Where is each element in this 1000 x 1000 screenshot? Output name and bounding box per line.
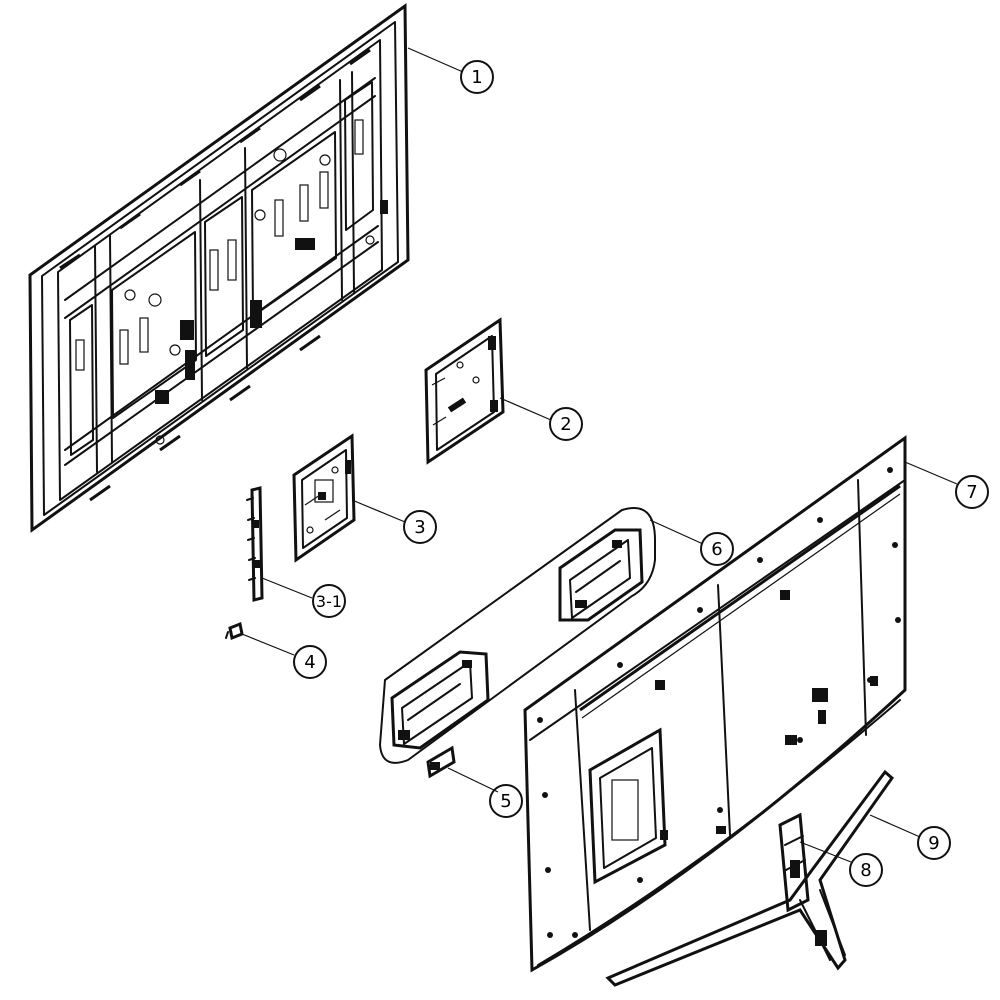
part-7-rear-cover [523, 435, 907, 973]
callout-9: 9 [917, 826, 951, 860]
part-3-1-strip [246, 486, 264, 602]
part-2-main-board [424, 317, 505, 465]
callout-4: 4 [293, 645, 327, 679]
callout-7-label: 7 [966, 482, 977, 503]
callout-5-label: 5 [500, 791, 511, 812]
callout-2-label: 2 [560, 414, 571, 435]
callout-6: 6 [700, 532, 734, 566]
part-4-clip [225, 621, 244, 641]
part-3-power-board [292, 433, 356, 563]
callout-1-label: 1 [471, 67, 482, 88]
callout-1: 1 [460, 60, 494, 94]
callout-6-label: 6 [711, 539, 722, 560]
part-8-stand-neck [778, 812, 810, 913]
callout-3-1-label: 3-1 [316, 592, 342, 611]
callout-5: 5 [489, 784, 523, 818]
callout-8: 8 [849, 853, 883, 887]
callout-9-label: 9 [928, 833, 939, 854]
part-1-panel [28, 3, 410, 533]
callout-4-label: 4 [304, 652, 315, 673]
callout-3-label: 3 [414, 517, 425, 538]
callout-2: 2 [549, 407, 583, 441]
part-5-small-bracket [426, 745, 456, 779]
part-9-stand-base [605, 769, 895, 987]
callout-8-label: 8 [860, 860, 871, 881]
callout-7: 7 [955, 475, 989, 509]
part-6-bracket-set [379, 507, 656, 764]
callout-3-1: 3-1 [312, 584, 346, 618]
callout-3: 3 [403, 510, 437, 544]
